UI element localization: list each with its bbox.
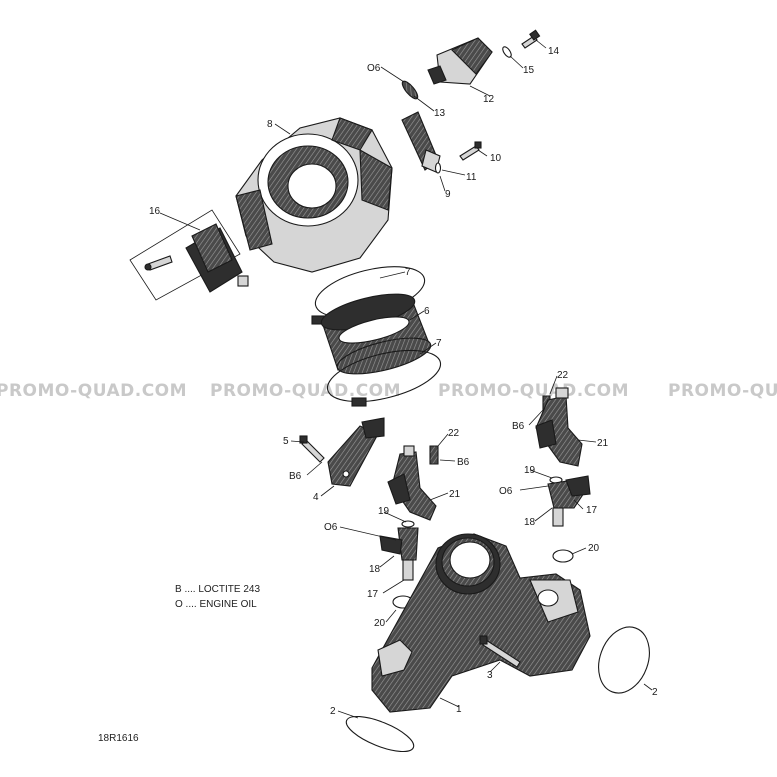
- screw-part-3: [479, 635, 521, 668]
- callout-17-right: 17: [586, 505, 598, 516]
- throttle-body-part-8: [235, 117, 393, 273]
- callout-4: 4: [313, 492, 319, 503]
- callout-labels: 1 2 2 3 4 5 6 7 7 8 9 10 11 12 13 14 15 …: [149, 46, 658, 717]
- watermark-center-left: PROMO-QUAD.COM: [210, 381, 402, 401]
- sensor-part-12: [427, 37, 493, 85]
- callout-21-left: 21: [449, 489, 461, 500]
- callout-18-right: 18: [524, 517, 536, 528]
- clamp-part-7-lower: [326, 349, 442, 407]
- screw-part-14: [521, 29, 541, 49]
- callout-11: 11: [466, 172, 477, 183]
- callout-7-upper: 7: [405, 267, 411, 278]
- watermark-left: PROMO-QUAD.COM: [0, 381, 188, 401]
- symbol-oil-19-left: O6: [324, 522, 338, 533]
- symbol-loctite-22-right: B6: [512, 421, 525, 432]
- watermark-center-right: PROMO-QUAD.COM: [438, 381, 630, 401]
- callout-9: 9: [445, 189, 451, 200]
- gasket-part-2-bottom: [345, 715, 415, 753]
- o-ring-part-13: [401, 80, 419, 100]
- legend-engine-oil: O .... ENGINE OIL: [175, 599, 257, 610]
- callout-19-right: 19: [524, 465, 536, 476]
- watermark-right: PROMO-QU: [668, 381, 777, 401]
- actuator-part-16: [129, 209, 249, 301]
- callout-19-left: 19: [378, 506, 390, 517]
- callout-16: 16: [149, 206, 161, 217]
- diagram-code: 18R1616: [98, 733, 139, 744]
- callout-7-lower: 7: [436, 338, 442, 349]
- callout-10: 10: [490, 153, 502, 164]
- fuel-rail-part-21-right: [535, 387, 583, 467]
- o-ring-part-11: [434, 162, 442, 174]
- callout-18-left: 18: [369, 564, 381, 575]
- fuel-rail-part-21-left: [387, 445, 437, 521]
- callout-1: 1: [456, 704, 462, 715]
- injector-part-18-left: [379, 527, 419, 581]
- callout-13: 13: [434, 108, 446, 119]
- callout-3: 3: [487, 670, 493, 681]
- callout-2-right: 2: [652, 687, 658, 698]
- intake-manifold-part-1: [371, 533, 591, 713]
- screw-part-22-left: [429, 445, 439, 465]
- symbol-loctite-5: B6: [289, 471, 302, 482]
- injector-part-18-right: [547, 475, 591, 527]
- callout-20-right: 20: [588, 543, 600, 554]
- o-ring-part-20-right: [552, 549, 574, 563]
- symbol-loctite-22-left: B6: [457, 457, 470, 468]
- callout-2-bottom: 2: [330, 706, 336, 717]
- callout-12: 12: [483, 94, 495, 105]
- callout-14: 14: [548, 46, 560, 57]
- symbol-oil-13: O6: [367, 63, 381, 74]
- symbol-oil-19-right: O6: [499, 486, 513, 497]
- callout-21-right: 21: [597, 438, 609, 449]
- callout-6: 6: [424, 306, 430, 317]
- symbol-labels: O6 B6 B6 B6 O6 O6: [289, 63, 525, 533]
- callout-22-left: 22: [448, 428, 460, 439]
- screw-part-5: [299, 435, 325, 463]
- legend-loctite: B .... LOCTITE 243: [175, 584, 261, 595]
- gasket-part-2-right: [598, 626, 650, 694]
- callout-5: 5: [283, 436, 289, 447]
- callout-15: 15: [523, 65, 535, 76]
- boot-part-6: [320, 293, 432, 375]
- sensor-part-9: [401, 111, 441, 173]
- sensor-part-4: [327, 417, 385, 487]
- callout-22-right: 22: [557, 370, 569, 381]
- leader-lines: [159, 39, 653, 719]
- callout-17-left: 17: [367, 589, 379, 600]
- callout-8: 8: [267, 119, 273, 130]
- callout-20-left: 20: [374, 618, 386, 629]
- o-ring-part-19-left: [401, 520, 415, 528]
- screw-part-10: [459, 141, 482, 161]
